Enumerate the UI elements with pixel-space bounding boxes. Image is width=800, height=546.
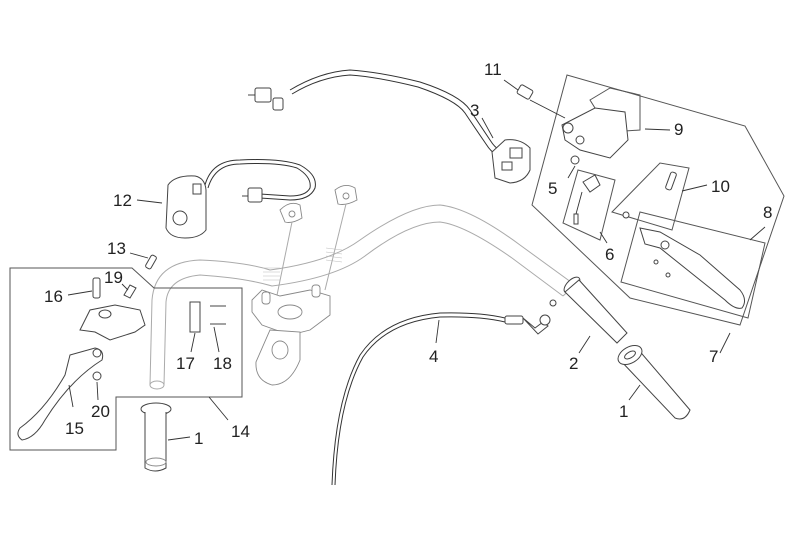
callout-10: 10 (711, 177, 730, 196)
callout-1-right: 1 (619, 402, 628, 421)
handlebar (149, 204, 576, 390)
callout-19: 19 (104, 268, 123, 287)
callout-18: 18 (213, 354, 232, 373)
callout-7: 7 (709, 347, 718, 366)
grip-left (140, 402, 172, 472)
callout-6: 6 (605, 245, 614, 264)
callout-labels: 1 1 2 3 4 5 6 7 8 9 10 11 12 13 14 15 16… (44, 60, 772, 448)
handlebar-riser (251, 284, 331, 386)
callout-13: 13 (107, 239, 126, 258)
throttle-cable (331, 299, 557, 486)
callout-4: 4 (429, 347, 438, 366)
callout-20: 20 (91, 402, 110, 421)
right-switch-unit (248, 69, 531, 184)
master-cylinder-box (531, 74, 785, 326)
throttle-sleeve (563, 276, 628, 344)
master-cylinder-parts (516, 84, 746, 309)
grip-right (617, 345, 691, 420)
callout-14: 14 (231, 422, 250, 441)
callout-3: 3 (470, 101, 479, 120)
callout-1-left: 1 (194, 429, 203, 448)
callout-8: 8 (763, 203, 772, 222)
handlebar-clamp-tops (274, 185, 358, 306)
left-switch-unit (165, 159, 316, 239)
clutch-assembly-box (9, 267, 243, 451)
callout-15: 15 (65, 419, 84, 438)
callout-16: 16 (44, 287, 63, 306)
callout-17: 17 (176, 354, 195, 373)
callout-2: 2 (569, 354, 578, 373)
callout-11: 11 (484, 60, 502, 79)
callout-5: 5 (548, 179, 557, 198)
callout-9: 9 (674, 120, 683, 139)
clutch-parts (17, 277, 226, 441)
screw-13 (145, 254, 157, 270)
callout-12: 12 (113, 191, 132, 210)
leader-lines (67, 79, 766, 441)
